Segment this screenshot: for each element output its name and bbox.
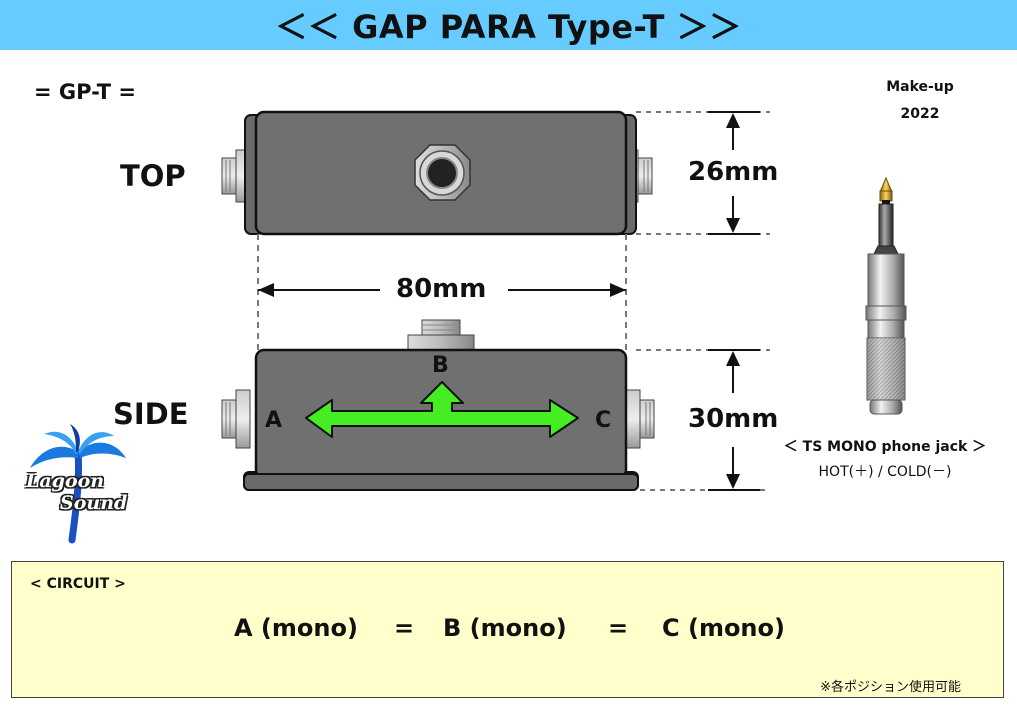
circuit-term-c: C (mono) [662, 614, 785, 642]
port-b-label: B [432, 353, 449, 378]
logo-text-line1: Lagoon [26, 470, 105, 492]
height-30-arrow [726, 351, 740, 489]
ts-phone-plug-image [865, 176, 907, 415]
jack-caption-subtitle: HOT(＋) / COLD(－) [818, 464, 952, 480]
width-80-label: 80mm [392, 274, 491, 304]
side-right-jack [625, 389, 655, 449]
makeup-block: Make-up 2022 [870, 74, 970, 128]
width-80-arrow [258, 283, 626, 297]
circuit-equals-1: = [394, 614, 415, 642]
circuit-panel: < CIRCUIT > A (mono) = B (mono) = C (mon… [11, 561, 1004, 698]
circuit-title: < CIRCUIT > [30, 576, 126, 592]
makeup-year: 2022 [900, 106, 940, 122]
side-top-jack [407, 319, 475, 352]
port-c-label: C [595, 408, 612, 433]
enclosure-diagram [30, 110, 907, 544]
height-26-arrow [726, 113, 740, 233]
lagoon-sound-logo [30, 424, 126, 544]
makeup-label: Make-up [886, 79, 954, 95]
circuit-equals-2: = [608, 614, 629, 642]
circuit-term-a: A (mono) [234, 614, 358, 642]
side-view-label: SIDE [113, 397, 189, 431]
side-left-jack [221, 389, 251, 449]
port-a-label: A [265, 408, 283, 433]
height-26-label: 26mm [684, 157, 783, 187]
jack-caption-title: ＜ TS MONO phone jack ＞ [783, 439, 987, 455]
top-view [221, 110, 653, 236]
circuit-term-b: B (mono) [443, 614, 567, 642]
page-title: ＜＜ GAP PARA Type-T ＞＞ [275, 8, 742, 46]
logo-text-line2: Sound [60, 492, 128, 514]
height-30-label: 30mm [684, 404, 783, 434]
title-bar: ＜＜ GAP PARA Type-T ＞＞ [0, 0, 1017, 50]
side-view [221, 319, 655, 491]
top-view-label: TOP [120, 159, 186, 193]
circuit-note: ※各ポジション使用可能 [820, 680, 961, 695]
signal-flow-arrow [305, 381, 579, 438]
model-code: = GP-T = [34, 80, 137, 104]
top-center-jack [414, 144, 471, 201]
